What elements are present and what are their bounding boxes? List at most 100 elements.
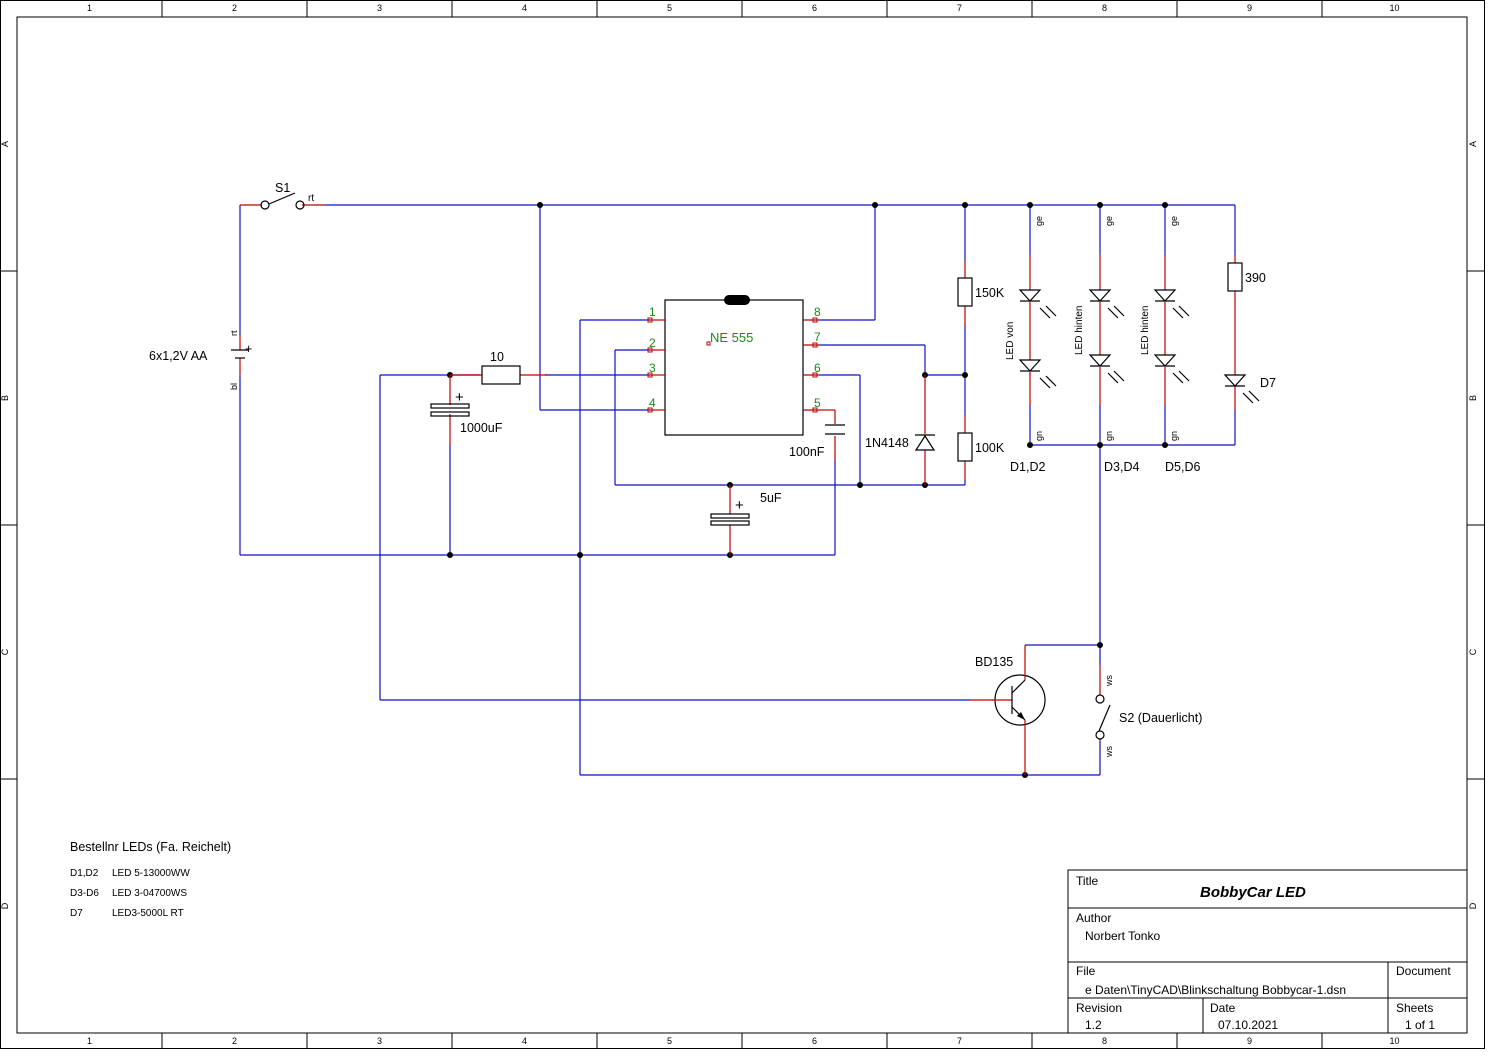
led-group-2-pin-top: ge xyxy=(1104,216,1114,226)
file-label: File xyxy=(1076,964,1096,978)
title-block: Title BobbyCar LED Author Norbert Tonko … xyxy=(1067,869,1468,1034)
frame-row-label: D xyxy=(0,902,10,909)
frame-row-label: A xyxy=(0,141,10,147)
ic-pin-7: 7 xyxy=(814,330,821,344)
capacitor-5uf-plus: + xyxy=(735,497,744,514)
capacitor-1000uf: + 1000uF xyxy=(430,375,503,445)
frame-column-label: 8 xyxy=(1102,1036,1107,1046)
led-group-1-pin-top: ge xyxy=(1034,216,1044,226)
junction-dot xyxy=(1097,642,1103,648)
capacitor-100nf: 100nF xyxy=(789,409,845,460)
file-value: e Daten\TinyCAD\Blinkschaltung Bobbycar-… xyxy=(1085,983,1346,997)
order-notes: Bestellnr LEDs (Fa. Reichelt) D1,D2 LED … xyxy=(70,840,231,919)
resistor-10: 10 xyxy=(450,350,547,385)
resistor-390-and-d7: 390 D7 xyxy=(1223,255,1276,410)
junction-dot xyxy=(1097,202,1103,208)
frame-column-label: 8 xyxy=(1102,3,1107,13)
junction-dot xyxy=(1097,442,1103,448)
author-label: Author xyxy=(1076,911,1111,925)
date-value: 07.10.2021 xyxy=(1218,1018,1278,1032)
ic-pin-8: 8 xyxy=(814,305,821,319)
frame-column-label: 2 xyxy=(232,3,237,13)
capacitor-5uf-value: 5uF xyxy=(760,491,782,505)
battery-value: 6x1,2V AA xyxy=(149,349,208,363)
led-group-d5-d6: ge gn LED hinten D5,D6 xyxy=(1140,216,1200,474)
ic-name: NE 555 xyxy=(710,330,753,345)
switch-s1-ref: S1 xyxy=(275,181,290,195)
frame-row-label: A xyxy=(1468,141,1478,147)
switch-s2-pin-top: ws xyxy=(1104,675,1114,687)
diode-1n4148: 1N4148 xyxy=(865,375,936,485)
led-group-3-label: LED hinten xyxy=(1140,306,1151,355)
frame-column-label: 6 xyxy=(812,3,817,13)
junction-dot xyxy=(962,372,968,378)
frame-row-label: D xyxy=(1468,902,1478,909)
frame-column-label: 1 xyxy=(87,1036,92,1046)
notes-row-3-ref: D7 xyxy=(70,908,83,919)
resistor-390-value: 390 xyxy=(1245,271,1266,285)
wires xyxy=(239,204,1236,776)
junction-dot xyxy=(537,202,543,208)
frame-row-label: C xyxy=(1468,648,1478,655)
notes-row-2-ref: D3-D6 xyxy=(70,888,99,899)
junction-dot xyxy=(1027,442,1033,448)
led-group-1-ref: D1,D2 xyxy=(1010,460,1045,474)
led-group-d1-d2: ge gn LED von D1,D2 xyxy=(1005,216,1057,474)
battery-plus: + xyxy=(245,342,252,356)
date-label: Date xyxy=(1210,1001,1236,1015)
led-group-2-label: LED hinten xyxy=(1074,306,1085,355)
transistor-ref: BD135 xyxy=(975,655,1013,669)
frame-column-label: 9 xyxy=(1247,3,1252,13)
frame-column-label: 6 xyxy=(812,1036,817,1046)
notes-row-3-part: LED3-5000L RT xyxy=(112,908,184,919)
ic-pin-2: 2 xyxy=(649,336,656,350)
junction-dot xyxy=(1162,442,1168,448)
resistor-150k-value: 150K xyxy=(975,286,1005,300)
capacitor-1000uf-plus: + xyxy=(455,389,464,406)
notes-row-2-part: LED 3-04700WS xyxy=(112,888,187,899)
ic-pin-3: 3 xyxy=(649,361,656,375)
frame-column-label: 7 xyxy=(957,1036,962,1046)
ic-pin-1: 1 xyxy=(649,305,656,319)
switch-s1-pin: rt xyxy=(308,193,314,204)
resistor-100k: 100K xyxy=(957,415,1005,480)
frame-column-label: 10 xyxy=(1389,1036,1399,1046)
title-label: Title xyxy=(1076,874,1099,888)
led-group-2-pin-bottom: gn xyxy=(1104,431,1114,441)
ic-pin-5: 5 xyxy=(814,396,821,410)
ic-pin-6: 6 xyxy=(814,361,821,375)
led-group-1-pin-bottom: gn xyxy=(1034,431,1044,441)
frame-column-label: 7 xyxy=(957,3,962,13)
frame-column-label: 1 xyxy=(87,3,92,13)
junction-dots xyxy=(447,202,1168,778)
junction-dot xyxy=(1027,202,1033,208)
frame-row-label: B xyxy=(1468,395,1478,401)
ic-pin-4: 4 xyxy=(649,396,656,410)
frame-column-label: 5 xyxy=(667,1036,672,1046)
junction-dot xyxy=(962,202,968,208)
frame-column-label: 5 xyxy=(667,3,672,13)
frame-column-label: 3 xyxy=(377,1036,382,1046)
switch-s2-ref: S2 (Dauerlicht) xyxy=(1119,711,1202,725)
switch-s2: ws ws S2 (Dauerlicht) xyxy=(1095,665,1202,758)
ic-ne555: 1 2 3 4 8 7 6 5 NE 555 xyxy=(647,295,821,436)
frame-column-label: 10 xyxy=(1389,3,1399,13)
capacitor-5uf: + 5uF xyxy=(710,485,782,555)
notes-row-1-part: LED 5-13000WW xyxy=(112,868,190,879)
led-group-3-pin-top: ge xyxy=(1169,216,1179,226)
notes-heading: Bestellnr LEDs (Fa. Reichelt) xyxy=(70,840,231,854)
led-group-3-pin-bottom: gn xyxy=(1169,431,1179,441)
led-d7-ref: D7 xyxy=(1260,376,1276,390)
junction-dot xyxy=(447,552,453,558)
junction-dot xyxy=(1162,202,1168,208)
led-group-1-label: LED von xyxy=(1005,322,1016,360)
junction-dot xyxy=(857,482,863,488)
led-group-d3-d4: ge gn LED hinten D3,D4 xyxy=(1074,216,1139,474)
frame-row-label: B xyxy=(0,395,10,401)
junction-dot xyxy=(872,202,878,208)
frame-column-label: 4 xyxy=(522,3,527,13)
frame-row-label: C xyxy=(0,648,10,655)
diode-1n4148-value: 1N4148 xyxy=(865,436,909,450)
